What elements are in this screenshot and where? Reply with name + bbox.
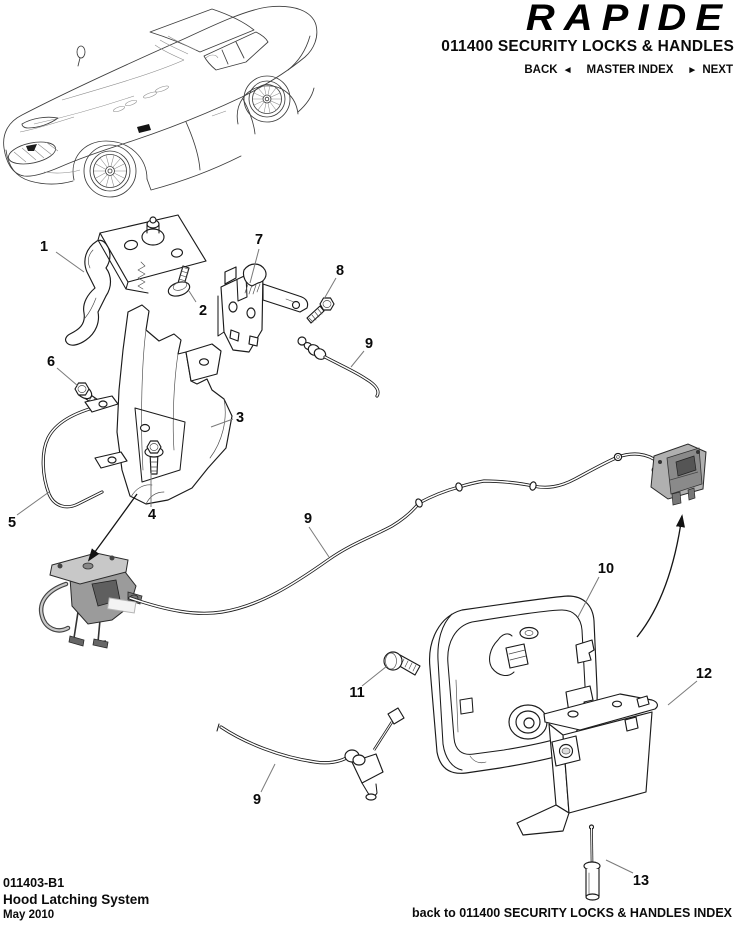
- cable-tag: [106, 597, 137, 614]
- callout-9-lower: 9: [252, 791, 262, 808]
- part3-mounting-bracket: [116, 304, 233, 505]
- page-title: 011400 SECURITY LOCKS & HANDLES: [441, 38, 734, 55]
- callout-3: 3: [235, 409, 245, 426]
- installed-latch-assembly: [38, 552, 143, 649]
- nav-back-link[interactable]: BACK ◄: [524, 64, 572, 76]
- part4-bolt: [144, 440, 164, 475]
- callout-1: 1: [39, 238, 49, 255]
- installed-latch-upper-right: [650, 443, 707, 506]
- part7-hood-latch: [217, 263, 309, 353]
- callout-11: 11: [349, 684, 365, 701]
- document-date: May 2010: [3, 909, 55, 922]
- callout-10: 10: [597, 560, 615, 577]
- part12-mounting-bracket: [516, 693, 658, 836]
- callout-13: 13: [632, 872, 650, 889]
- callout-9-upper: 9: [364, 335, 374, 352]
- part9-release-cable-upper: [297, 336, 380, 398]
- callout-7: 7: [254, 231, 264, 248]
- part9-release-cable-lower: [216, 707, 405, 801]
- cable-clip: [415, 452, 623, 508]
- rear-wheel: [243, 75, 291, 123]
- part2-screw: [167, 265, 191, 297]
- back-to-index-link[interactable]: back to 011400 SECURITY LOCKS & HANDLES …: [412, 906, 732, 920]
- part13-rivet: [583, 824, 601, 901]
- master-index-label: MASTER INDEX: [586, 64, 674, 76]
- car-illustration: [3, 5, 318, 198]
- callout-8: 8: [335, 262, 345, 279]
- document-title: Hood Latching System: [3, 892, 150, 908]
- part10-actuator-housing: [429, 595, 598, 774]
- back-label: BACK: [524, 64, 558, 76]
- callout-9-middle: 9: [303, 510, 313, 527]
- callout-12: 12: [695, 665, 713, 682]
- document-info: 011403-B1 Hood Latching System May 2010: [3, 875, 149, 923]
- callout-4: 4: [147, 506, 157, 523]
- leader-lines: [16, 248, 698, 874]
- nav-master-index-link[interactable]: MASTER INDEX: [587, 64, 674, 76]
- callout-2: 2: [198, 302, 208, 319]
- car-latch-location-marker: [137, 124, 151, 133]
- back-arrow-icon: ◄: [562, 64, 573, 76]
- nav-next-link[interactable]: ► NEXT: [687, 64, 733, 76]
- next-label: NEXT: [702, 64, 733, 76]
- rapide-logo: RAPIDE: [525, 0, 731, 39]
- assembly-arrows: [87, 493, 685, 638]
- next-arrow-icon: ►: [687, 64, 698, 76]
- navigation-bar: BACK ◄ MASTER INDEX ► NEXT: [524, 64, 733, 76]
- part9-release-cable-middle: [128, 452, 667, 615]
- part5-support-rod: [41, 395, 128, 509]
- part11-bolt: [383, 651, 421, 676]
- callout-5: 5: [7, 514, 17, 531]
- part8-bolt: [306, 297, 335, 324]
- document-number: 011403-B1: [3, 876, 65, 891]
- part1-hood-safety-hook: [65, 214, 207, 346]
- car-badge-marker: [26, 144, 37, 151]
- front-wheel: [83, 144, 137, 198]
- callout-6: 6: [46, 353, 56, 370]
